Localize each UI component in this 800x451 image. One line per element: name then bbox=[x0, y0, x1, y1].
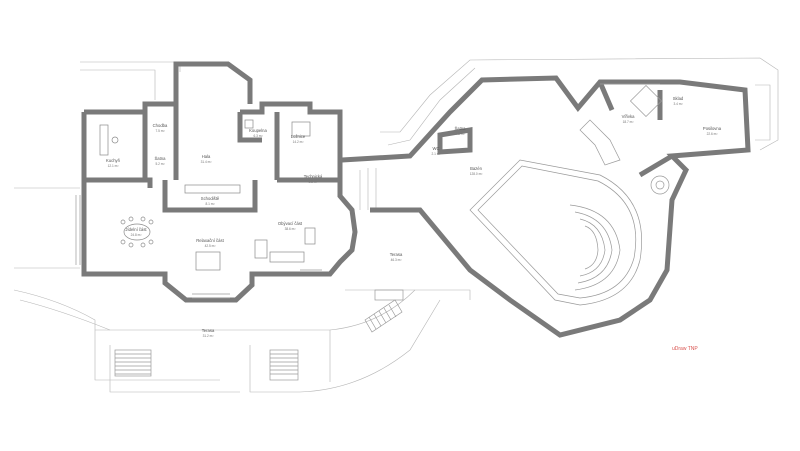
room-label-114: WC bbox=[433, 146, 440, 151]
drawing-stamp: uDraw TNP bbox=[672, 346, 698, 352]
furniture bbox=[99, 119, 316, 271]
room-area-106: 14.2 m² bbox=[293, 140, 304, 144]
room-area-103: 12.1 m² bbox=[108, 164, 119, 168]
room-area-112: 46.3 m² bbox=[391, 258, 402, 262]
room-label-101: Chodba bbox=[153, 123, 168, 128]
spiral-stair bbox=[650, 175, 670, 195]
room-labels: Chodba 7.5 m² Kuchyň 12.1 m² Hala 31.4 m… bbox=[106, 96, 722, 338]
room-area-108: 38.6 m² bbox=[285, 227, 296, 231]
room-label-110: Relaxační část bbox=[196, 238, 224, 243]
room-label-111: Bazén bbox=[470, 166, 483, 171]
room-label-104: Hala bbox=[202, 154, 211, 159]
room-area-107: 8.1 m² bbox=[205, 202, 214, 206]
room-area-109: 24.8 m² bbox=[131, 233, 142, 237]
room-area-113: 9.5 m² bbox=[308, 180, 317, 184]
room-area-114: 2.1 m² bbox=[431, 152, 440, 156]
room-label-105: Koupelna bbox=[249, 128, 267, 133]
room-label-102: Šatna bbox=[155, 156, 167, 161]
room-area-102: 5.2 m² bbox=[155, 162, 164, 166]
room-label-109: Jídelní část bbox=[125, 227, 147, 232]
pool-hall-walls bbox=[341, 75, 751, 338]
windows bbox=[75, 83, 660, 299]
room-area-105: 6.3 m² bbox=[253, 134, 262, 138]
pool bbox=[469, 159, 643, 306]
room-label-113: Technická bbox=[304, 174, 323, 179]
room-label-117: Sklad bbox=[673, 96, 684, 101]
room-area-104: 31.4 m² bbox=[201, 160, 212, 164]
room-label-112: Terasa bbox=[390, 252, 403, 257]
spa bbox=[579, 84, 663, 166]
site-lines bbox=[13, 57, 779, 393]
room-area-115: 4.8 m² bbox=[455, 132, 464, 136]
room-area-110: 42.5 m² bbox=[205, 244, 216, 248]
room-label-107: Schodiště bbox=[201, 196, 220, 201]
room-label-115: Šatna bbox=[455, 126, 467, 131]
room-label-118: Posilovna bbox=[703, 126, 722, 131]
room-label-116: Vířivka bbox=[622, 114, 635, 119]
room-label-106: Ložnice bbox=[291, 134, 306, 139]
room-label-103: Kuchyň bbox=[106, 158, 121, 163]
exterior-stairs bbox=[114, 289, 404, 381]
room-area-116: 18.7 m² bbox=[623, 120, 634, 124]
room-label-108: Obývací část bbox=[278, 221, 303, 226]
room-area-111: 128.0 m² bbox=[470, 172, 483, 176]
room-label-119: Terasa bbox=[202, 328, 215, 333]
room-area-119: 31.2 m² bbox=[203, 334, 214, 338]
room-area-101: 7.5 m² bbox=[155, 129, 164, 133]
room-area-118: 22.6 m² bbox=[707, 132, 718, 136]
house-walls bbox=[81, 61, 358, 303]
room-area-117: 3.4 m² bbox=[673, 102, 682, 106]
